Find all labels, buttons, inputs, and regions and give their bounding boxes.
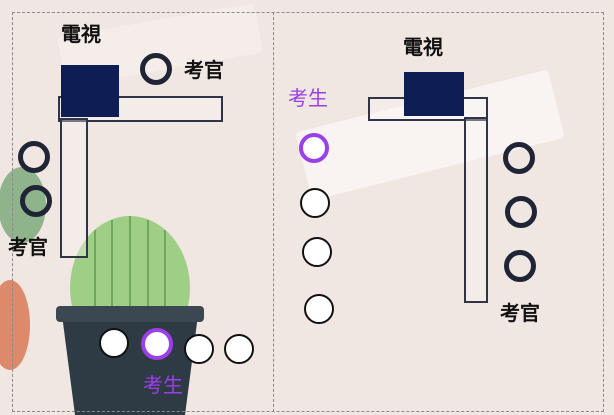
right-candidate-label: 考生 xyxy=(288,86,328,110)
left-candidate-seat-1 xyxy=(99,328,129,358)
right-candidate-seat-active xyxy=(299,133,329,163)
right-examiner-seat-2 xyxy=(505,196,537,228)
right-candidate-seat-4 xyxy=(304,294,334,324)
panel-divider xyxy=(273,12,274,412)
diagram-frame xyxy=(12,12,604,412)
right-examiner-seat-1 xyxy=(503,142,535,174)
left-candidate-seat-4 xyxy=(224,334,254,364)
right-tv-screen xyxy=(404,72,464,116)
left-candidate-seat-3 xyxy=(184,334,214,364)
left-tv-label: 電視 xyxy=(61,22,101,46)
right-candidate-seat-3 xyxy=(302,237,332,267)
left-examiner-left-label: 考官 xyxy=(8,235,48,259)
left-candidate-seat-active xyxy=(141,328,173,360)
left-candidate-label: 考生 xyxy=(143,373,183,397)
right-examiner-label: 考官 xyxy=(500,301,540,325)
left-tv-screen xyxy=(61,65,119,117)
right-tv-label: 電視 xyxy=(403,35,443,59)
left-examiner-top-seat xyxy=(140,53,172,85)
left-examiner-top-label: 考官 xyxy=(184,58,224,82)
right-examiner-seat-3 xyxy=(504,250,536,282)
right-candidate-seat-2 xyxy=(300,188,330,218)
left-examiner-seat-1 xyxy=(18,141,50,173)
left-examiner-seat-2 xyxy=(20,185,52,217)
right-desk-vertical xyxy=(464,117,488,303)
left-desk-vertical xyxy=(60,118,88,258)
